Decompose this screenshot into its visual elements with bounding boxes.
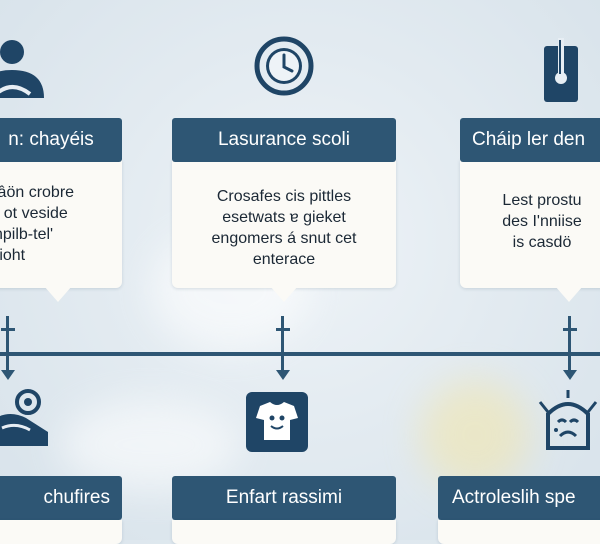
info-card-4 (0, 520, 122, 544)
clock-icon (254, 36, 314, 96)
info-card-3 (460, 160, 600, 288)
background-blob (60, 400, 240, 490)
card-body-1: iâön crobre r ot veside npilb-tel' rioht (0, 184, 75, 264)
card-pointer (44, 286, 72, 302)
info-card-5 (172, 520, 396, 544)
info-card-1 (0, 160, 122, 288)
device-icon (0, 388, 52, 448)
info-card-2 (172, 160, 396, 288)
connector-line (568, 316, 571, 372)
connector-arrow (563, 370, 577, 380)
card-title-2: Lasurance scoli (172, 118, 396, 162)
card-title-3: Cháip ler den (460, 118, 600, 162)
card-body-3: Lest prostu des I'nniise is casdö (502, 192, 582, 251)
connector-arrow (1, 370, 15, 380)
info-card-6 (438, 520, 600, 544)
card-body-2: Crosafes cis pittles esetwats ɐ gieket e… (211, 188, 357, 268)
connector-tick (276, 328, 290, 331)
connector-tick (563, 328, 577, 331)
card-title-5: Enfart rassimi (172, 476, 396, 520)
baby-outfit-icon (246, 392, 308, 452)
connector-arrow (276, 370, 290, 380)
connector-line (281, 316, 284, 372)
card-title-6: Actroleslih spe (438, 476, 600, 520)
card-pointer (555, 286, 583, 302)
person-icon (0, 36, 44, 102)
connector-tick (1, 328, 15, 331)
crying-child-icon (536, 388, 600, 450)
card-pointer (270, 286, 298, 302)
timeline-rail (0, 352, 600, 356)
card-title-1: n: chayéis (0, 118, 122, 162)
background-blob (420, 380, 530, 490)
connector-line (6, 316, 9, 372)
thermometer-jar-icon (540, 38, 582, 104)
card-title-4: chufires (0, 476, 122, 520)
